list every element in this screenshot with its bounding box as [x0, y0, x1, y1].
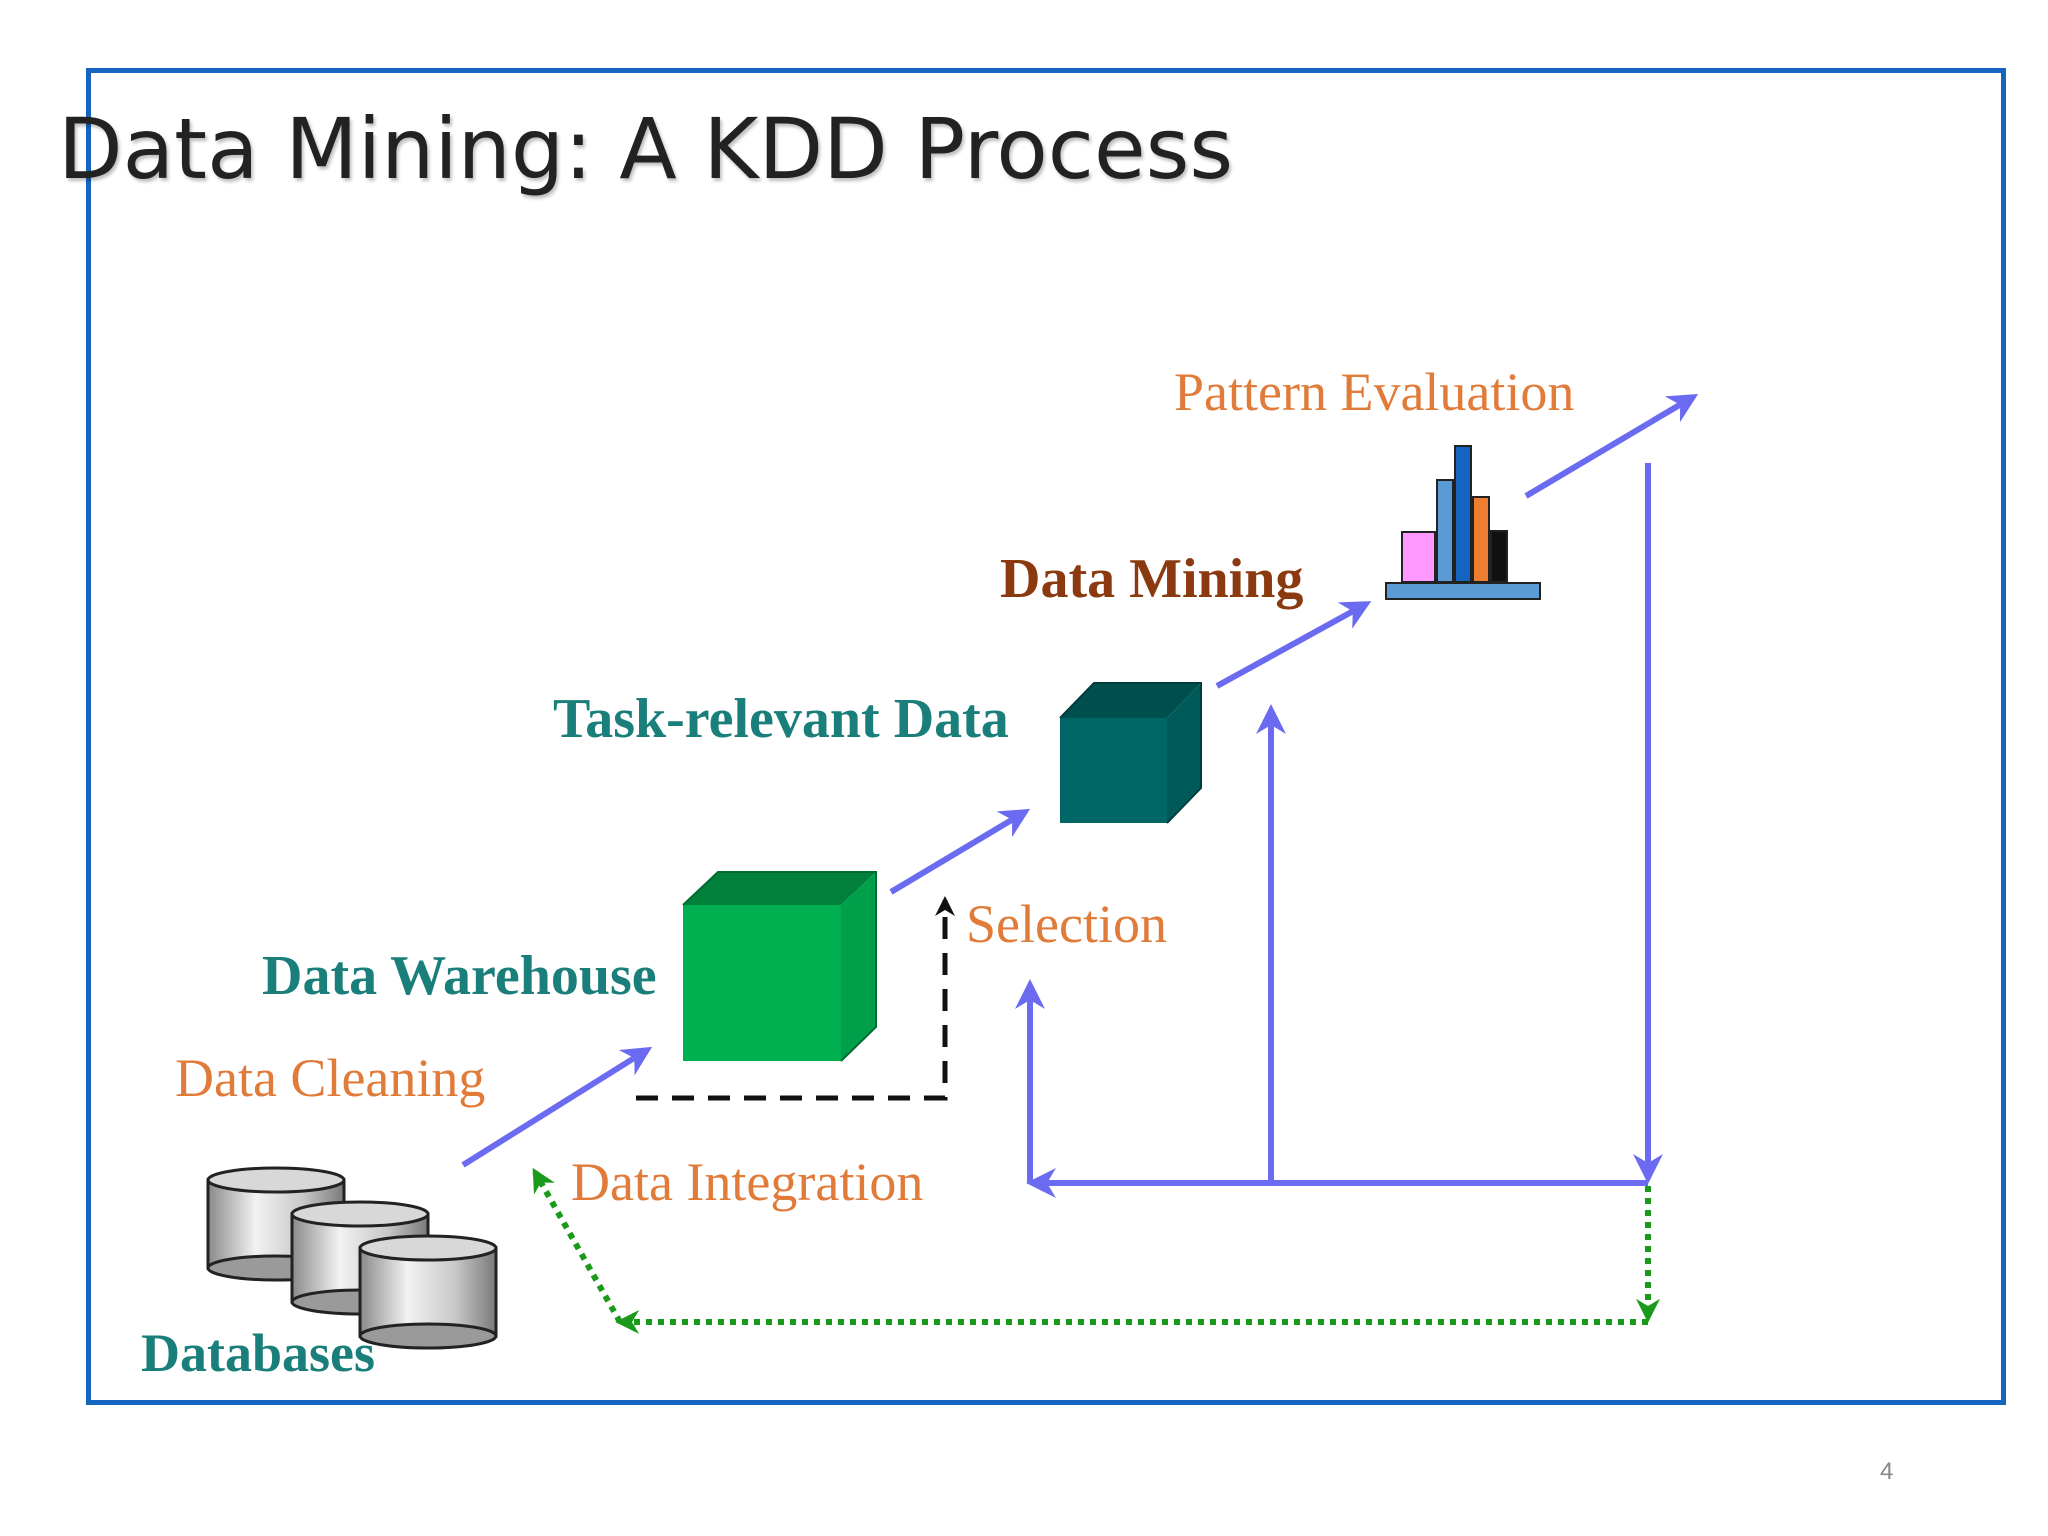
bar-chart-icon [1385, 445, 1541, 600]
integration-dashed-path [636, 896, 955, 1101]
label-data-integration: Data Integration [571, 1152, 923, 1212]
slide-title: Data Mining: A KDD Process [58, 100, 1234, 198]
arrow-mining [1215, 601, 1372, 689]
label-task-relevant-data: Task-relevant Data [553, 688, 1009, 750]
label-data-warehouse: Data Warehouse [262, 945, 657, 1007]
label-data-mining: Data Mining [1000, 548, 1303, 610]
label-pattern-evaluation: Pattern Evaluation [1174, 362, 1574, 422]
label-data-cleaning: Data Cleaning [175, 1048, 485, 1108]
page-number: 4 [1880, 1458, 1894, 1485]
feedback-loop-green [532, 1167, 1660, 1334]
slide-frame [86, 68, 2006, 1405]
label-databases: Databases [141, 1323, 375, 1383]
feedback-loop-blue [1015, 463, 1663, 1198]
arrow-selection [889, 808, 1031, 895]
database-cylinders-icon [206, 1166, 498, 1350]
label-selection: Selection [966, 894, 1167, 954]
arrow-cleaning [461, 1046, 653, 1168]
process-arrows [461, 393, 1699, 1168]
arrow-evaluation [1524, 393, 1699, 499]
teal-cube-icon [1059, 682, 1202, 824]
green-cube-icon [682, 871, 877, 1062]
